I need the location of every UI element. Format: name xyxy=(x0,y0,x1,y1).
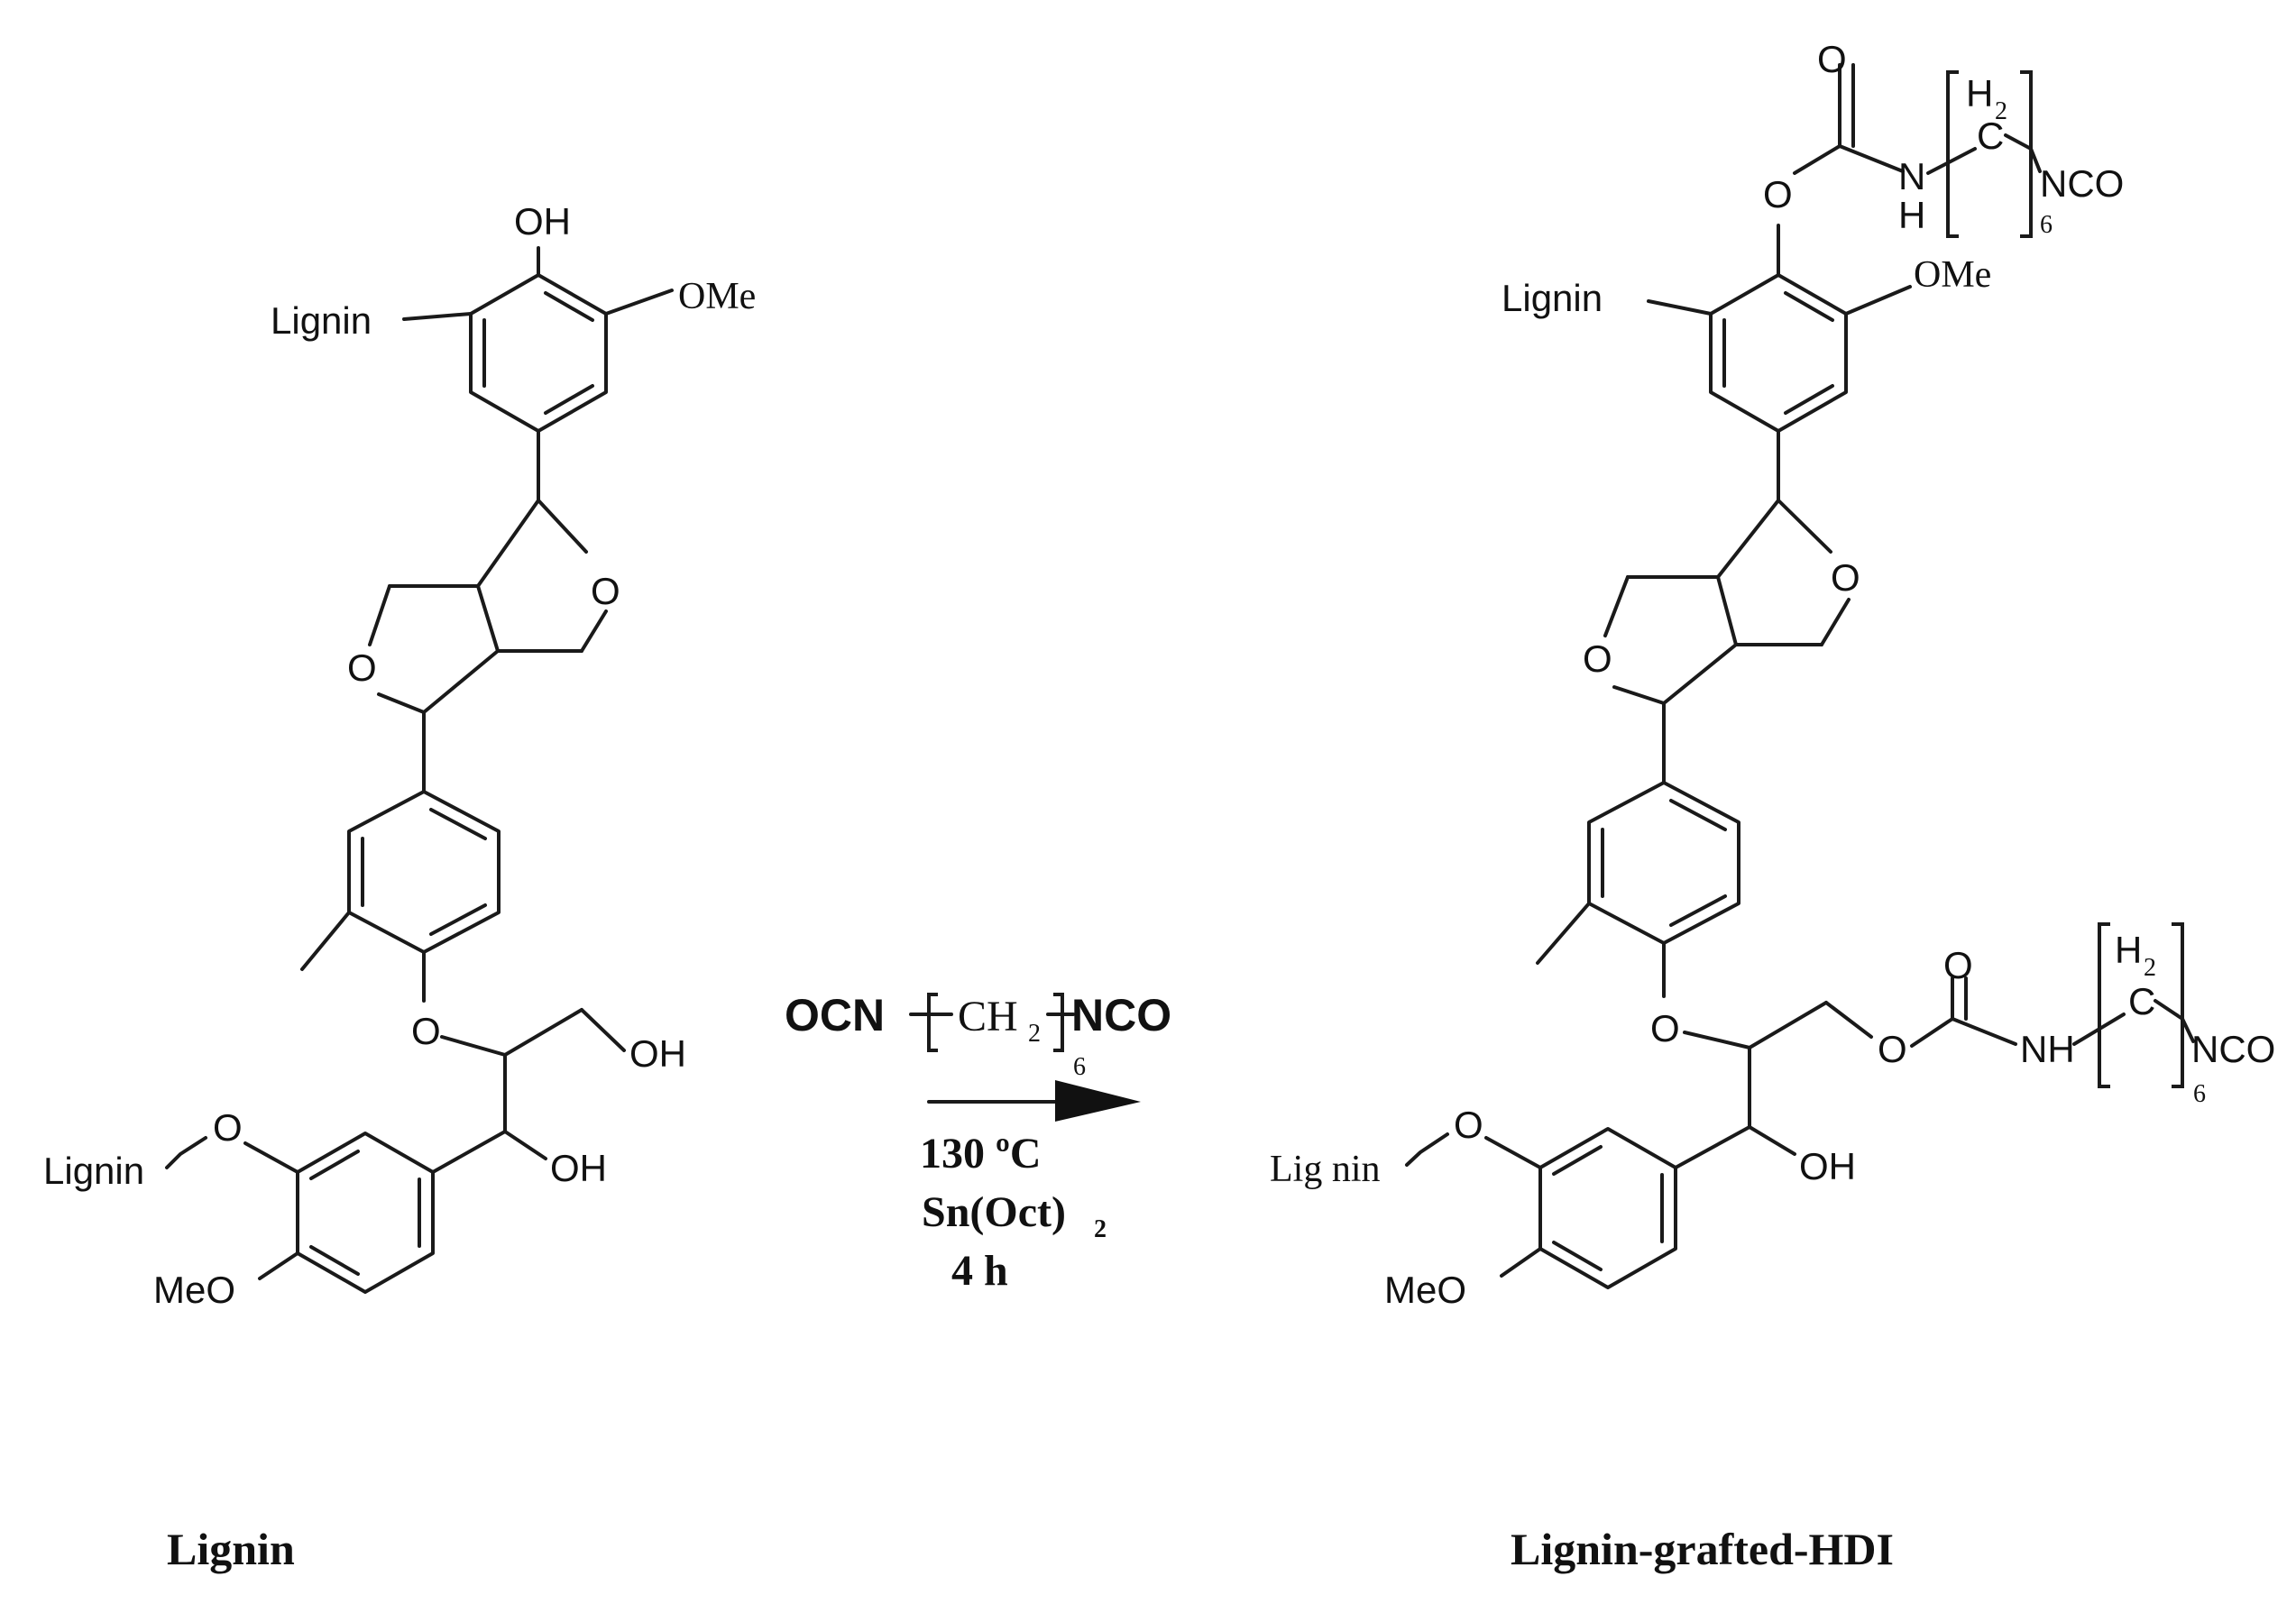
lignin-label: Lignin xyxy=(271,299,372,342)
carbonyl-o-label: O xyxy=(1943,944,1973,986)
ch2-subscript: 2 xyxy=(2144,954,2156,982)
repeat-bracket-right xyxy=(2172,922,2184,1088)
meo-label: MeO xyxy=(1384,1269,1466,1311)
repeat-bracket-left xyxy=(1946,70,1959,238)
reaction-conditions: OCN CH 2 6 NCO 130 ºC Sn(Oct) 2 4 h xyxy=(785,990,1171,1295)
nh-n-label: N xyxy=(1898,155,1925,197)
repeat-count-label: 6 xyxy=(2193,1080,2206,1108)
reagent-ocn-label: OCN xyxy=(785,990,885,1040)
ome-label: OMe xyxy=(1914,254,1991,296)
bottom-aromatic-ring xyxy=(296,1132,435,1294)
top-aromatic-ring xyxy=(1709,273,1848,433)
oh-label: OH xyxy=(629,1032,686,1075)
lignin-grafted-hdi-structure: O O N H H 2 C NCO 6 OMe Lignin O O O O O… xyxy=(1270,38,2275,1311)
ether-o-label: O xyxy=(213,1106,243,1149)
oh-label: OH xyxy=(514,200,571,243)
lignin-structure: OH OMe Lignin O O O OH OH O Lignin MeO xyxy=(43,200,756,1311)
nco-label: NCO xyxy=(2191,1028,2275,1070)
furan-o-label: O xyxy=(591,570,620,612)
furan-o-label: O xyxy=(1831,556,1860,599)
repeat-count-label: 6 xyxy=(2040,211,2053,239)
reaction-arrowhead xyxy=(1055,1080,1141,1122)
meo-label: MeO xyxy=(153,1269,235,1311)
oh-label: OH xyxy=(550,1147,607,1189)
lignin-label: Lig nin xyxy=(1270,1149,1381,1190)
ether-o-label: O xyxy=(411,1010,441,1052)
top-aromatic-ring xyxy=(469,273,608,433)
reagent-nco-label: NCO xyxy=(1071,990,1171,1040)
lignin-label: Lignin xyxy=(43,1150,144,1192)
reagent-ch2-subscript: 2 xyxy=(1028,1020,1041,1048)
ch2-c-label: C xyxy=(2128,980,2155,1022)
carbonyl-o-label: O xyxy=(1817,38,1847,80)
repeat-bracket-left xyxy=(2098,922,2110,1088)
furan-o-label: O xyxy=(347,646,377,689)
bottom-aromatic-ring xyxy=(1538,1127,1677,1289)
reactant-caption: Lignin xyxy=(167,1524,295,1574)
middle-aromatic-ring xyxy=(347,790,501,954)
middle-aromatic-ring xyxy=(1587,781,1740,945)
ch2-h-label: H xyxy=(2115,929,2142,971)
catalyst-subscript: 2 xyxy=(1094,1215,1107,1243)
ch2-subscript: 2 xyxy=(1995,97,2007,125)
product-caption: Lignin-grafted-HDI xyxy=(1511,1524,1894,1574)
catalyst-label: Sn(Oct) xyxy=(922,1188,1066,1236)
reagent-repeat-count: 6 xyxy=(1073,1053,1086,1081)
nh-h-label: H xyxy=(1898,194,1925,236)
oh-label: OH xyxy=(1799,1145,1856,1187)
furan-o-label: O xyxy=(1583,637,1612,680)
repeat-bracket-right xyxy=(2020,70,2033,238)
lignin-label: Lignin xyxy=(1502,277,1603,319)
ether-o-label: O xyxy=(1650,1007,1680,1049)
ome-label: OMe xyxy=(678,276,756,317)
ester-o-label: O xyxy=(1763,173,1793,215)
reagent-ch2-label: CH xyxy=(958,993,1018,1040)
nh-label: NH xyxy=(2020,1028,2075,1070)
time-label: 4 h xyxy=(951,1247,1008,1295)
nco-label: NCO xyxy=(2040,162,2124,205)
ester-o-label: O xyxy=(1878,1028,1907,1070)
ch2-h-label: H xyxy=(1966,72,1993,115)
ether-o-label: O xyxy=(1454,1104,1483,1146)
temperature-label: 130 ºC xyxy=(920,1130,1042,1178)
ch2-c-label: C xyxy=(1977,115,2004,157)
